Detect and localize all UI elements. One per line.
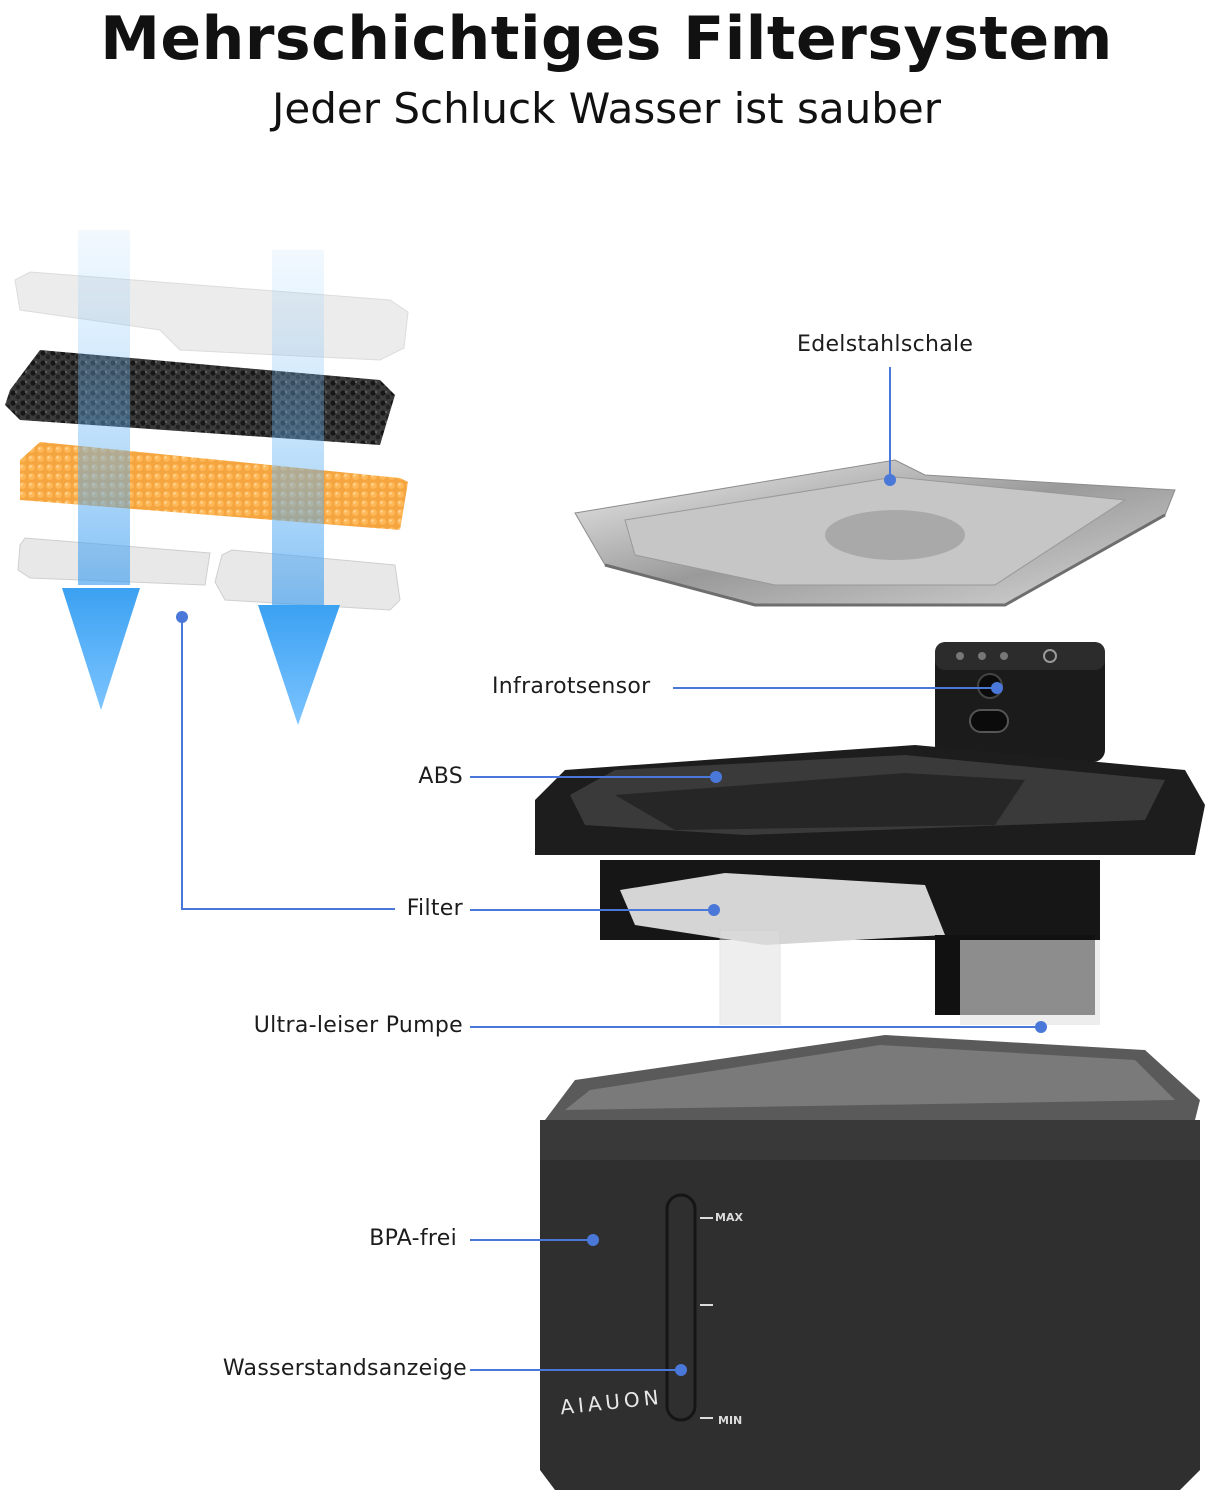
label-filter: Filter xyxy=(406,896,463,921)
water-tank-illustration xyxy=(540,1035,1200,1490)
callout-dot-abs xyxy=(710,771,722,783)
water-arrow-right xyxy=(258,605,340,725)
callout-dot-filter xyxy=(708,904,720,916)
callout-dot-filter-tray xyxy=(176,611,188,623)
water-beam-left xyxy=(78,230,130,585)
scale-min-label: MIN xyxy=(718,1414,743,1427)
label-pumpe: Ultra-leiser Pumpe xyxy=(253,1013,463,1038)
water-arrow-left xyxy=(62,588,140,710)
sensor-illustration xyxy=(935,642,1105,762)
label-wasserstandsanzeige: Wasserstandsanzeige xyxy=(222,1356,467,1381)
label-edelstahlschale: Edelstahlschale xyxy=(797,332,974,357)
page-title: Mehrschichtiges Filtersystem xyxy=(100,4,1113,74)
label-bpa-frei: BPA-frei xyxy=(369,1226,457,1251)
callout-dot-wasserstand xyxy=(675,1364,687,1376)
stainless-bowl-illustration xyxy=(574,459,1176,607)
callout-dot-pumpe xyxy=(1035,1021,1047,1033)
page-subtitle: Jeder Schluck Wasser ist sauber xyxy=(272,84,941,133)
callout-dot-infrarotsensor xyxy=(991,682,1003,694)
label-abs: ABS xyxy=(418,764,463,789)
callout-dot-bpa xyxy=(587,1234,599,1246)
water-beam-right xyxy=(272,250,324,605)
label-infrarotsensor: Infrarotsensor xyxy=(492,674,651,699)
scale-max-label: MAX xyxy=(715,1211,743,1224)
callout-dot-edelstahlschale xyxy=(884,474,896,486)
abs-tray-illustration xyxy=(535,745,1205,1025)
filter-layers-illustration xyxy=(5,230,409,725)
